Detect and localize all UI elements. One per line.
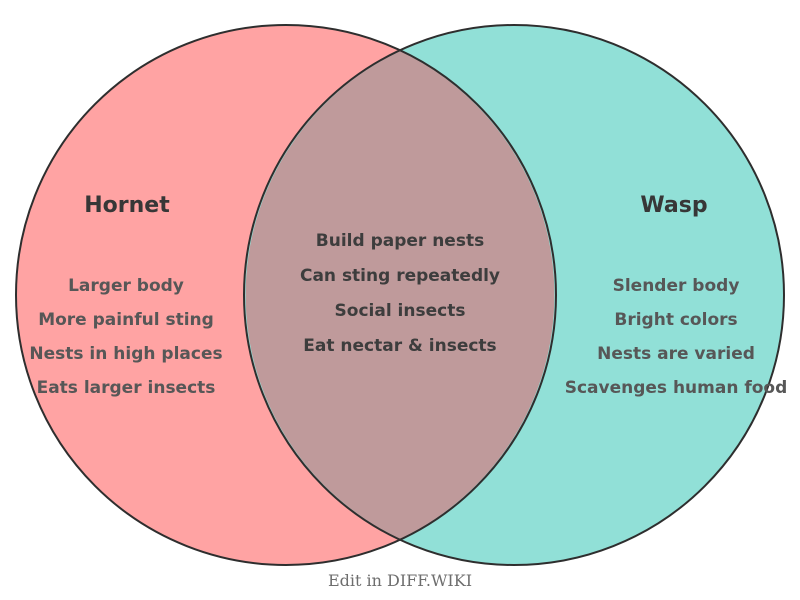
overlap-region (245, 51, 555, 539)
wasp-item: Bright colors (614, 310, 738, 330)
wasp-item-list: Slender body Bright colors Nests are var… (546, 269, 800, 405)
shared-item: Eat nectar & insects (303, 336, 497, 356)
wasp-circle-outline (243, 24, 785, 566)
shared-item-list: Build paper nests Can sting repeatedly S… (259, 224, 541, 364)
hornet-item: Larger body (68, 276, 184, 296)
hornet-title: Hornet (84, 193, 170, 218)
wasp-item: Nests are varied (597, 344, 755, 364)
hornet-item: Nests in high places (29, 344, 223, 364)
shared-item: Social insects (334, 301, 466, 321)
hornet-item: More painful sting (38, 310, 214, 330)
hornet-item: Eats larger insects (36, 378, 216, 398)
wasp-item: Slender body (612, 276, 740, 296)
edit-in-diffwiki-link[interactable]: Edit in DIFF.WIKI (327, 571, 473, 590)
shared-item: Build paper nests (315, 231, 485, 251)
hornet-item-list: Larger body More painful sting Nests in … (6, 269, 246, 405)
hornet-circle-outline (15, 24, 557, 566)
shared-item: Can sting repeatedly (299, 266, 501, 286)
wasp-title: Wasp (640, 193, 708, 218)
wasp-item: Scavenges human food (564, 378, 788, 398)
